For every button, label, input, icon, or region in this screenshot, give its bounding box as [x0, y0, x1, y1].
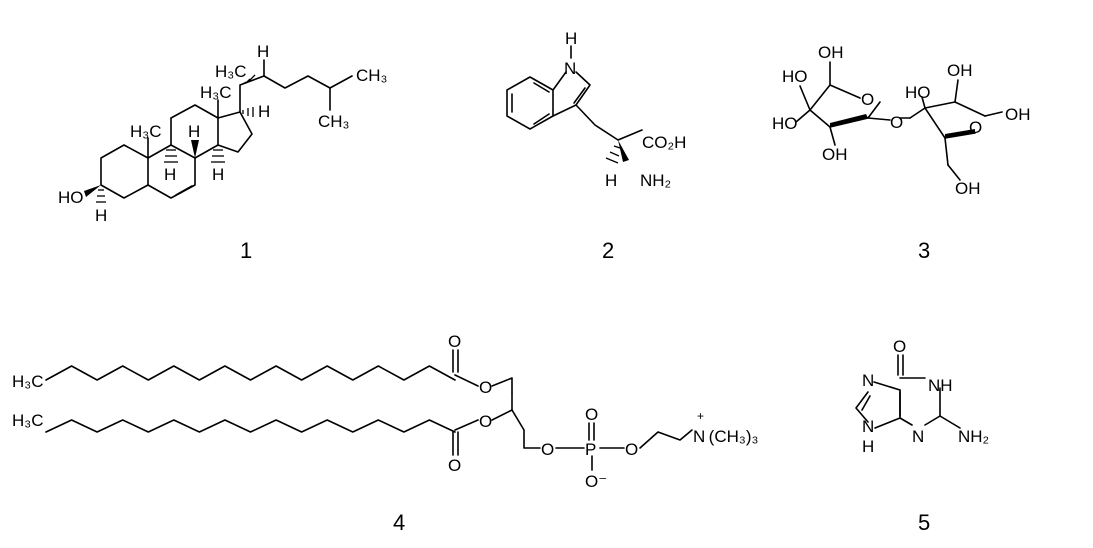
benzene-double-3	[533, 82, 550, 93]
structure-2-tryptophan: H N CO₂H H NH₂ 2	[506, 29, 686, 263]
atom-o-ester-b: O	[479, 412, 492, 431]
gal-c2-oh	[829, 126, 836, 146]
wedge-nh2	[618, 140, 629, 162]
ester-b	[454, 409, 541, 449]
atom-h3c-b: H₃C	[12, 411, 43, 430]
glc-wedge-front	[945, 129, 975, 138]
ester-a	[454, 374, 513, 393]
structure-4-phosphatidylcholine: H₃C H₃C O O O O O P O O⁻ O + N (CH₃)₃ 4	[12, 332, 758, 535]
pyrrole-double	[573, 87, 586, 104]
hash-h	[605, 145, 621, 164]
atom-o-ring-gal: O	[861, 90, 874, 109]
atom-o-p-bottom: O⁻	[585, 472, 607, 491]
atom-nme3: N (CH₃)₃	[693, 427, 758, 446]
atom-n-plus-charge: +	[697, 409, 704, 423]
acyl-chain-a	[45, 365, 456, 381]
atom-h-c20: H	[257, 42, 269, 61]
hash-c20-me	[242, 74, 256, 85]
atom-o-link: O	[890, 113, 903, 132]
pyrrole-ring	[552, 71, 591, 117]
double-bond-c5-c6	[175, 185, 193, 196]
atom-h-c3: H	[95, 206, 107, 225]
structure-3-lactose: OH HO O HO OH O HO OH O OH OH 3	[772, 43, 1031, 263]
atom-n3: N	[912, 427, 924, 446]
atom-p: P	[585, 440, 596, 459]
glc-c6-oh	[947, 164, 961, 181]
atom-n7: N	[862, 371, 874, 390]
atom-h-c8: H	[188, 122, 200, 141]
glc-c3-oh	[921, 96, 926, 109]
glc-c5-c6	[944, 137, 949, 166]
atom-h-alpha: H	[605, 171, 617, 190]
imidazole-double	[861, 395, 871, 411]
atom-nh-n: N	[564, 59, 576, 78]
atom-ho-g3: HO	[772, 114, 798, 133]
atom-o-carbonyl-b: O	[448, 456, 461, 475]
atom-nh1: NH	[928, 376, 953, 395]
atom-ho-q3: HO	[905, 83, 931, 102]
atom-co2h: CO₂H	[642, 133, 686, 152]
benzene-ring	[506, 76, 554, 130]
glc-c2-oh	[954, 79, 959, 103]
ring-b	[147, 144, 196, 199]
glc-c1-oh	[984, 111, 1003, 117]
structure-number-2: 2	[602, 238, 614, 263]
atom-nh2: NH₂	[958, 427, 989, 446]
atom-o-p-right: O	[625, 440, 638, 459]
ring-c	[170, 104, 219, 159]
choline-chain	[639, 429, 693, 449]
atom-oh-q1: OH	[1005, 105, 1031, 124]
atom-oh-g6: OH	[818, 43, 844, 62]
hash-c14-h	[211, 149, 225, 163]
atom-ho: HO	[58, 188, 84, 207]
atom-oh-g2: OH	[822, 145, 848, 164]
bond-c2-nh2	[939, 415, 961, 429]
structure-number-3: 3	[918, 238, 930, 263]
atom-h-c14: H	[212, 165, 224, 184]
atom-ch3-end: CH₃	[318, 112, 349, 131]
atom-oh-q6: OH	[955, 179, 981, 198]
atom-oh-q2: OH	[947, 61, 973, 80]
gal-c4-oh	[799, 85, 811, 111]
hash-c9-h	[164, 149, 178, 163]
gal-c3-oh	[795, 109, 811, 123]
atom-o-carbonyl-a: O	[448, 332, 461, 351]
atom-ho-g4: HO	[782, 67, 808, 86]
wedge-c8-h	[191, 140, 199, 158]
atom-h-c17: H	[258, 102, 270, 121]
atom-ch3-top: CH₃	[356, 66, 387, 85]
wedge-c3-oh	[84, 185, 101, 197]
structure-number-4: 4	[393, 510, 405, 535]
atom-h3c-side: H₃C	[215, 62, 246, 81]
acyl-chain-b	[45, 419, 456, 433]
atom-o-ring-glc: O	[969, 118, 982, 137]
gal-wedge-front	[830, 114, 868, 127]
atom-h3c-a: H₃C	[12, 372, 43, 391]
ring-a	[100, 144, 149, 199]
hash-c3-h	[96, 189, 106, 203]
side-chain	[239, 75, 353, 113]
hash-c17-h	[242, 107, 254, 117]
atom-h9: H	[862, 437, 874, 456]
imidazole-ring	[855, 381, 901, 429]
atom-o-carbonyl: O	[893, 337, 906, 356]
atom-h3c-c18: H₃C	[200, 83, 231, 102]
structure-number-1: 1	[240, 238, 252, 263]
ring-d	[217, 111, 253, 153]
benzene-double-2	[533, 113, 550, 125]
side-chain	[575, 104, 643, 141]
structure-1-cholesterol: H H₃C CH₃ CH₃ H₃C H H₃C H H H HO H 1	[58, 42, 387, 263]
atom-nh-h: H	[565, 29, 577, 48]
atom-h3c-c19: H₃C	[130, 122, 161, 141]
atom-nh2: NH₂	[640, 171, 671, 190]
atom-h-c9: H	[164, 165, 176, 184]
gal-c1-olink	[867, 117, 891, 121]
structure-5-guanine: O N NH N H N NH₂ 5	[855, 337, 989, 535]
atom-o-ester-a: O	[479, 378, 492, 397]
atom-o-glyc: O	[541, 440, 554, 459]
atom-o-p-top: O	[585, 405, 598, 424]
atom-n9: N	[862, 417, 874, 436]
structure-number-5: 5	[918, 510, 930, 535]
